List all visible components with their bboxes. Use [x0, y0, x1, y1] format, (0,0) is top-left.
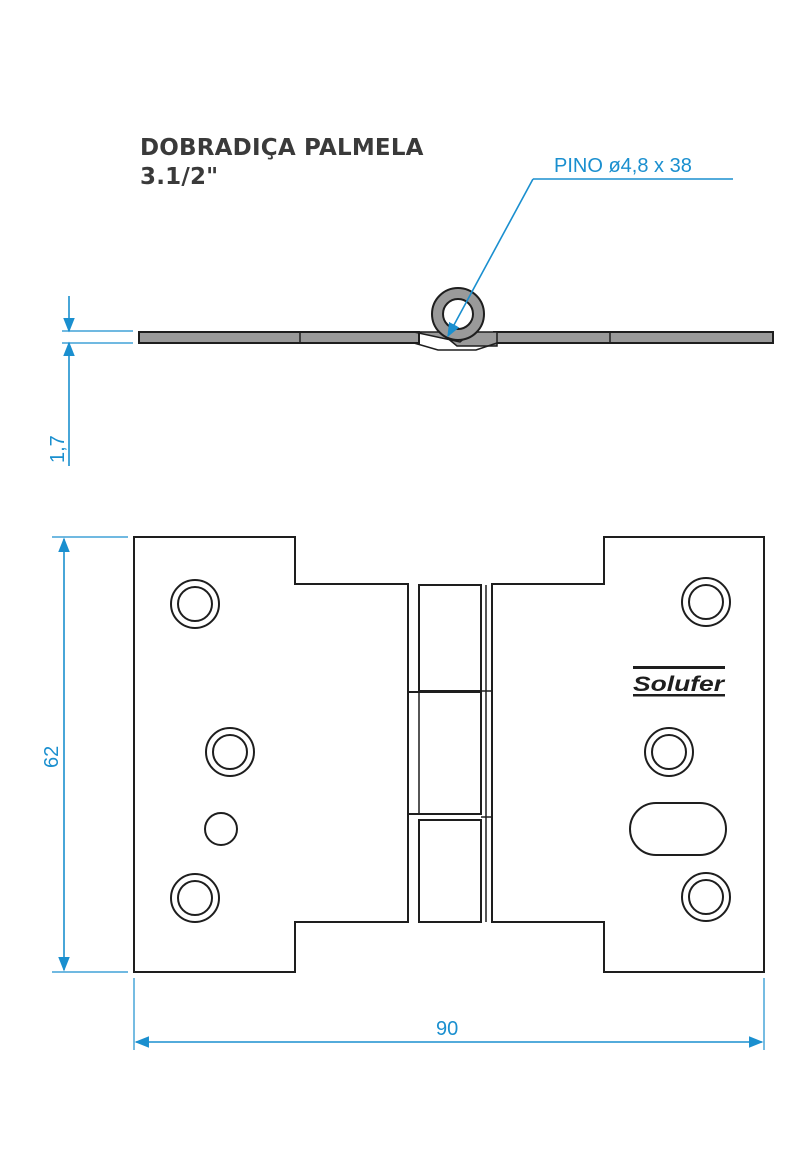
title-line-1: DOBRADIÇA PALMELA	[140, 135, 424, 161]
pin-callout: PINO ø4,8 x 38	[447, 155, 733, 338]
width-dimension: 90	[133, 978, 765, 1050]
solufer-logo: Solufer	[633, 666, 726, 697]
side-right-leaf	[493, 331, 774, 344]
left-leaf	[133, 536, 409, 973]
drawing-title: DOBRADIÇA PALMELA 3.1/2"	[140, 134, 424, 192]
thickness-dimension: 1,7	[47, 296, 133, 466]
right-leaf	[491, 536, 765, 973]
side-left-leaf	[138, 331, 420, 344]
front-view: Solufer	[133, 536, 765, 973]
right-screw-holes	[629, 577, 731, 922]
height-label: 62	[41, 746, 63, 768]
height-dimension: 62	[41, 536, 128, 973]
thickness-label: 1,7	[47, 435, 69, 463]
pin-hole	[442, 298, 474, 330]
knuckle-middle	[407, 691, 482, 815]
left-screw-holes	[170, 579, 255, 923]
small-hole	[204, 812, 238, 846]
width-label: 90	[436, 1018, 458, 1040]
side-view	[138, 287, 774, 351]
logo-text: Solufer	[633, 673, 726, 696]
knuckle-barrel	[407, 584, 492, 923]
slot-hole	[629, 802, 727, 856]
knuckle-top	[418, 584, 482, 692]
pin-callout-label: PINO ø4,8 x 38	[554, 155, 692, 177]
knuckle-bottom	[418, 819, 482, 923]
title-line-2: 3.1/2"	[140, 164, 219, 190]
